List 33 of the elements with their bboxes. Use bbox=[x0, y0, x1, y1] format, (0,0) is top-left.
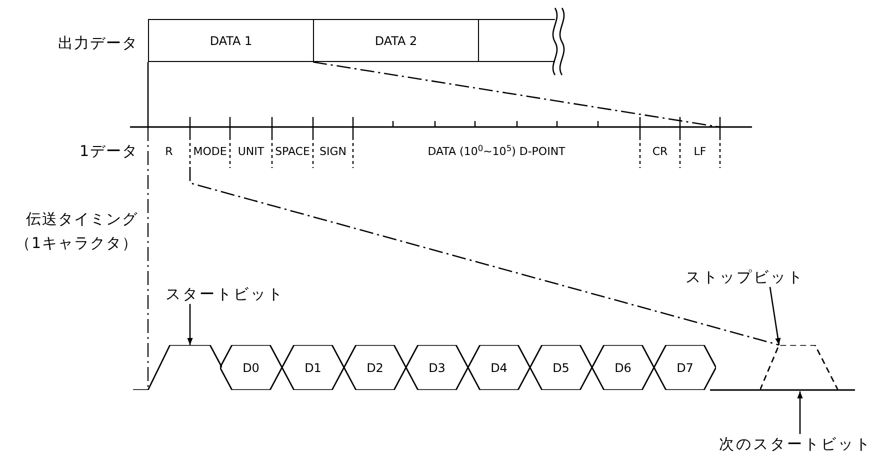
bit-label: D3 bbox=[428, 360, 446, 374]
bit-label: D7 bbox=[676, 360, 694, 374]
bit-label: D5 bbox=[552, 360, 570, 374]
annotation-text: 次のスタートビット bbox=[719, 434, 872, 455]
arrow bbox=[797, 391, 803, 434]
bit-label: D1 bbox=[304, 360, 322, 374]
field-label: LF bbox=[694, 144, 706, 160]
bit-label: D6 bbox=[614, 360, 632, 374]
field-label: CR bbox=[652, 144, 668, 160]
field-label: DATA (10$^{0}$~10$^{5}$) D-POINT bbox=[428, 144, 566, 160]
field-label: SPACE bbox=[275, 144, 310, 160]
row-label: 出力データ bbox=[57, 33, 138, 54]
field-label: UNIT bbox=[238, 144, 264, 160]
empty-cell bbox=[478, 19, 555, 62]
bit-label: D2 bbox=[366, 360, 384, 374]
data-cell bbox=[313, 19, 478, 62]
field-label: MODE bbox=[193, 144, 227, 160]
row-label: 1データ bbox=[78, 141, 138, 162]
data-cell bbox=[148, 19, 313, 62]
arrow bbox=[187, 304, 193, 345]
row-label: 伝送タイミング bbox=[25, 209, 138, 230]
annotation-text: ストップビット bbox=[686, 266, 804, 288]
arrow bbox=[769, 286, 781, 346]
expansion-line bbox=[312, 61, 720, 128]
field-label: SIGN bbox=[320, 144, 346, 160]
annotation-text: スタートビット bbox=[166, 284, 284, 305]
row-label: （1キャラクタ） bbox=[14, 233, 138, 254]
bit-label: D0 bbox=[242, 360, 260, 374]
field-label: DATA 2 bbox=[374, 32, 418, 50]
bit-label: D4 bbox=[490, 360, 508, 374]
field-label: R bbox=[165, 144, 173, 160]
field-label: DATA 1 bbox=[210, 32, 252, 50]
expansion-line bbox=[189, 167, 780, 346]
